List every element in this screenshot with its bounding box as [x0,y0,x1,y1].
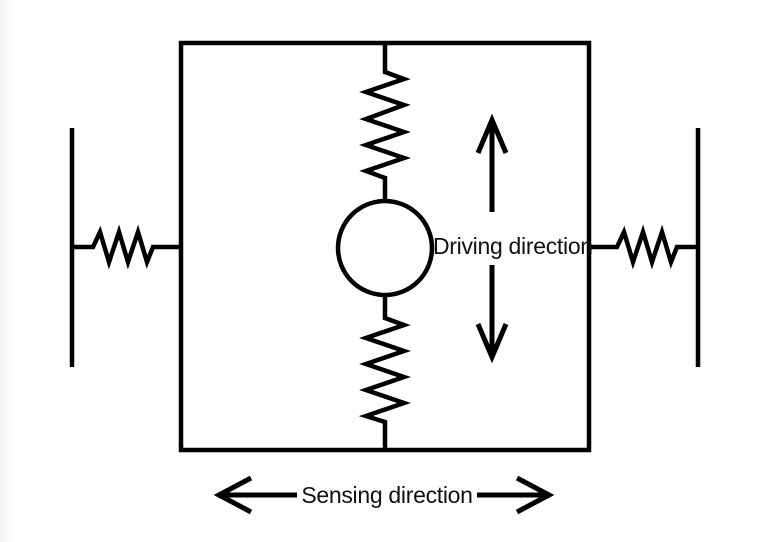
sensing-direction-left-arrow [213,475,297,515]
sensing-direction-right-arrow [477,475,555,515]
sensing-direction-label: Sensing direction [301,482,472,508]
top-spring [359,43,411,201]
left-spring [72,224,181,270]
driving-direction-label: Driving direction [433,233,593,259]
proof-mass-circle [335,198,435,298]
bottom-spring [358,295,411,448]
driving-direction-down-arrow [475,265,509,364]
right-spring [589,224,698,270]
driving-direction-up-arrow [475,113,509,212]
